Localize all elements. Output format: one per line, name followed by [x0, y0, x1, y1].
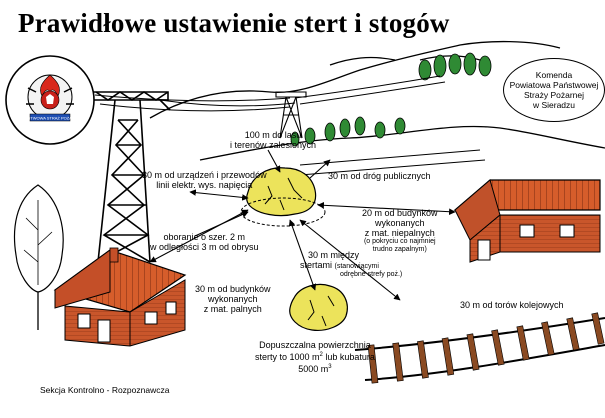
- label-between-note2: odrębne strefy poż.): [340, 271, 403, 278]
- label-max-line2a: sterty to 1000 m: [255, 352, 320, 362]
- institution-line2: Powiatowa Państwowej: [509, 80, 599, 90]
- pylon-small: [275, 91, 307, 139]
- label-between-stacks: 30 m między stertami (stanowiącymi odręb…: [300, 250, 402, 279]
- house-flammable: [53, 247, 187, 347]
- label-railway: 30 m od torów kolejowych: [460, 300, 564, 310]
- institution-line1: Komenda: [535, 70, 573, 80]
- label-nonflammable-note1: (o pokryciu co najmniej: [363, 238, 436, 245]
- label-between-line1: 30 m między: [308, 250, 360, 260]
- footer-section: Sekcja Kontrolno - Rozpoznawcza: [40, 385, 170, 395]
- label-forest-line1: 100 m do lasu: [244, 130, 302, 140]
- label-nonflammable: 20 m od budynków wykonanych z mat. niepa…: [362, 208, 438, 254]
- label-nonflammable-note2: trudno zapalnym): [372, 246, 427, 253]
- fire-badge: PAŃSTWOWA STRAŻ POŻARNA: [5, 55, 95, 145]
- label-max-line1: Dopuszczalna powierzchnia: [259, 340, 371, 350]
- arrow-barn: [317, 202, 456, 215]
- hills: [149, 40, 605, 161]
- label-power: 30 m od urządzeń i przewodów linii elekt…: [142, 170, 267, 190]
- label-max-line2b: lub kubatura: [322, 352, 375, 362]
- label-power-line1: 30 m od urządzeń i przewodów: [142, 170, 267, 180]
- arrow-roads: [309, 159, 331, 179]
- label-max-sup3: 3: [328, 364, 332, 370]
- arrow-house: [149, 209, 249, 263]
- label-max-area: Dopuszczalna powierzchnia sterty to 1000…: [255, 340, 375, 374]
- arrow-forest: [267, 149, 281, 173]
- label-nonflammable-line3: z mat. niepalnych: [364, 228, 435, 238]
- label-max-line3a: 5000 m: [298, 364, 329, 374]
- badge-text: PAŃSTWOWA STRAŻ POŻARNA: [20, 116, 81, 121]
- label-roads: 30 m od dróg publicznych: [328, 171, 431, 181]
- label-between-line2: stertami: [300, 260, 333, 270]
- arrow-rail: [299, 219, 401, 301]
- label-forest-line2: i terenów zalesionych: [230, 140, 317, 150]
- label-max-sup2: 2: [319, 352, 323, 358]
- haystack-main: [240, 167, 326, 227]
- label-forest: 100 m do lasu i terenów zalesionych: [230, 130, 316, 150]
- label-flammable-line3: z mat. palnych: [203, 304, 262, 314]
- label-nonflammable-line1: 20 m od budynków: [362, 208, 438, 218]
- barn-nonflammable: [453, 179, 601, 263]
- page-title: Prawidłowe ustawienie stert i stogów: [18, 8, 450, 38]
- label-flammable-line2: wykonanych: [208, 294, 258, 304]
- institution-line4: w Sieradzu: [532, 100, 576, 110]
- label-flammable-line1: 30 m od budynków: [195, 284, 271, 294]
- tree: [13, 184, 64, 330]
- power-cables: [94, 75, 446, 112]
- arrow-power: [189, 189, 249, 201]
- label-plowing-line2: w odległości 3 m od obrysu: [150, 242, 259, 252]
- label-nonflammable-line2: wykonanych: [375, 218, 425, 228]
- haystack-second: [289, 283, 348, 331]
- label-plowing-line1: oboranie o szer. 2 m: [163, 232, 246, 242]
- forest: [290, 52, 492, 147]
- label-plowing: oboranie o szer. 2 m w odległości 3 m od…: [150, 232, 259, 252]
- distance-arrows: [149, 149, 456, 301]
- label-power-line2: linii elektr. wys. napięcia: [156, 180, 253, 190]
- label-flammable: 30 m od budynków wykonanych z mat. palny…: [195, 284, 271, 314]
- institution-badge: Komenda Powiatowa Państwowej Straży Poża…: [503, 58, 605, 122]
- arrow-plow: [194, 211, 249, 237]
- label-between-note1: (stanowiącymi: [334, 263, 379, 270]
- railway: [354, 312, 605, 384]
- institution-line3: Straży Pożarnej: [524, 90, 584, 100]
